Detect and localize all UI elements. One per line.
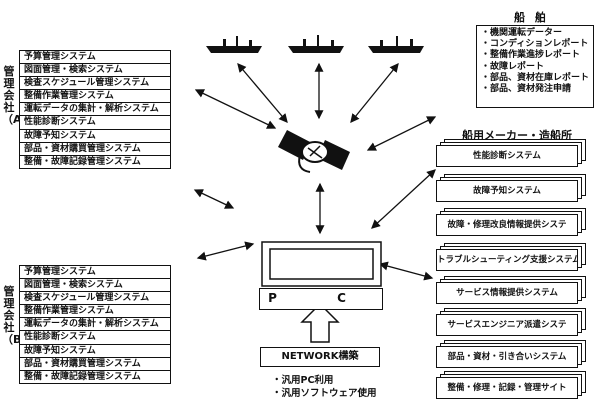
maker-system-label: サービス情報提供システム [436, 282, 578, 304]
company-a-system: 整備作業管理システム [20, 90, 170, 104]
ship-report-item: ・コンディションレポート [481, 39, 589, 50]
pc-monitor [261, 241, 382, 287]
ship-report-item: ・整備作業進捗レポート [481, 50, 581, 61]
maker-system-label: 性能診断システム [436, 145, 578, 167]
maker-system-label: 故障予知システム [436, 180, 578, 202]
ship-icon-2 [288, 35, 344, 53]
arrow-ship3-satellite [350, 62, 399, 124]
ship-title: 船 舶 [514, 11, 549, 24]
arrow-pc-maker-lower [378, 261, 434, 281]
pc-label: P C [268, 291, 374, 305]
company-a-system: 整備・故障記録管理システム [24, 156, 141, 167]
company-b-label: 管理会社（B） [2, 285, 33, 346]
maker-system-label: 故障・修理改良情報提供システ [436, 214, 578, 236]
ship-report-item: ・故障レポート [481, 61, 545, 72]
company-a-system: 性能診断システム [20, 116, 170, 130]
pc-base: P C [259, 288, 383, 310]
company-b-system: 部品・資材購買管理システム [20, 358, 170, 371]
company-b-system: 整備作業管理システム [20, 305, 170, 319]
company-b-system: 整備・故障記録管理システム [24, 371, 141, 382]
satellite-icon [278, 130, 350, 173]
maker-system-label: 整備・修理・記録・管理サイト [436, 377, 578, 399]
company-b-system: 性能診断システム [20, 331, 170, 345]
arrow-pc-maker-upper [371, 169, 436, 229]
company-a-system: 運転データの集計・解析システム [20, 103, 170, 117]
company-b-system: 運転データの集計・解析システム [20, 318, 170, 332]
network-note: ・汎用PC利用 [272, 375, 334, 386]
company-b-system: 検査スケジュール管理システム [20, 292, 170, 306]
company-b-system: 予算管理システム [20, 266, 170, 280]
ship-report-item: ・機関運転データー [481, 28, 563, 38]
arrow-companyA-pc [193, 189, 235, 209]
company-a-system: 予算管理システム [20, 51, 170, 65]
company-a-system-list: 予算管理システム 図面管理・検索システム 検査スケジュール管理システム 整備作業… [19, 50, 171, 169]
company-b-system-list: 予算管理システム 図面管理・検索システム 検査スケジュール管理システム 整備作業… [19, 265, 171, 384]
network-note: ・汎用ソフトウェア使用 [272, 388, 377, 399]
network-box: NETWORK構築 [260, 347, 380, 367]
company-a-system: 図面管理・検索システム [20, 64, 170, 78]
ship-report-item: ・部品、資材発注申請 [481, 84, 572, 95]
maker-system-label: トラブルシューティング支援システム [436, 249, 578, 271]
arrow-maker-satellite [366, 116, 437, 151]
company-b-system: 故障予知システム [20, 345, 170, 358]
maker-title: 船用メーカー・造船所 [462, 129, 572, 142]
ship-icon-1 [206, 36, 262, 53]
maker-system-label: 部品・資材・引き合いシステム [436, 346, 578, 368]
arrow-companyB-pc [196, 241, 255, 261]
arrow-companyA-satellite [194, 89, 277, 129]
company-b-system: 図面管理・検索システム [20, 279, 170, 293]
company-a-system: 故障予知システム [20, 130, 170, 143]
ship-report-list: ・機関運転データー ・コンディションレポート ・整備作業進捗レポート ・故障レポ… [476, 25, 594, 108]
maker-system-label: サービスエンジニア派遣システ [436, 314, 578, 336]
ship-icon-3 [368, 36, 424, 53]
company-a-system: 検査スケジュール管理システム [20, 77, 170, 91]
ship-report-item: ・部品、資材在庫レポート [481, 72, 590, 83]
network-up-arrow [300, 302, 340, 343]
company-a-system: 部品・資材購買管理システム [20, 143, 170, 156]
company-a-label: 管理会社（A） [2, 65, 33, 126]
